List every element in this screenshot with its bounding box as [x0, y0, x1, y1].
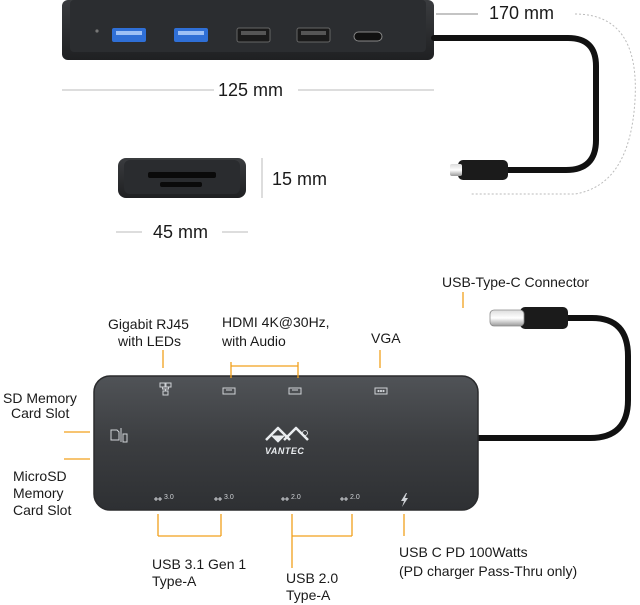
microsd-slot-end: [160, 182, 202, 187]
vantec-logo-text: VANTEC: [265, 446, 305, 456]
callout-usb-c-connector: USB-Type-C Connector: [442, 274, 590, 290]
top-plug-housing: [458, 160, 508, 180]
top-plug-metal: [450, 164, 462, 176]
vga-icon: [374, 387, 388, 395]
callout-usb20-line2: Type-A: [286, 587, 331, 603]
dim-label-170: 170 mm: [489, 3, 555, 23]
callout-microsd-line2: Memory: [13, 485, 64, 501]
callout-microsd-line3: Card Slot: [13, 502, 72, 518]
usbc-port-side: [353, 31, 383, 42]
main-hub-body: [93, 375, 479, 511]
callout-sd-line1: SD Memory: [3, 390, 77, 406]
callout-sd-line2: Card Slot: [11, 405, 70, 421]
callout-vga: VGA: [371, 330, 401, 346]
hdmi-icon-1: [222, 387, 236, 395]
callout-pd-line2: (PD charger Pass-Thru only): [399, 563, 578, 579]
usb2-port-label-2: 2.0: [350, 494, 360, 501]
usb3-port-label-2: 3.0: [224, 494, 234, 501]
sd-card-icon: [110, 428, 128, 443]
dim-label-45: 45 mm: [153, 222, 209, 242]
top-cable: [431, 35, 599, 173]
usb2-icon-2: [340, 497, 348, 501]
rj45-icon: [159, 382, 172, 396]
dim-line-170-curve: [470, 13, 636, 195]
registered-mark: [302, 430, 308, 436]
usb3-icon-1: [154, 497, 162, 501]
callout-lines: [64, 292, 464, 568]
dim-label-125: 125 mm: [218, 80, 284, 100]
usb3-icon-2: [214, 497, 222, 501]
callout-usb31-line2: Type-A: [152, 573, 197, 589]
hdmi-icon-2: [288, 387, 302, 395]
sd-slot-end: [148, 172, 216, 178]
usb2-port-label-1: 2.0: [291, 494, 301, 501]
vantec-logo-mark: [265, 426, 309, 443]
callout-usb31-line1: USB 3.1 Gen 1: [152, 556, 247, 572]
end-view-hub: [118, 158, 246, 198]
callout-hdmi-line2: with Audio: [222, 333, 286, 349]
main-plug-metal: [489, 309, 525, 327]
dim-label-15: 15 mm: [272, 169, 328, 189]
callout-gigabit-line2: with LEDs: [118, 333, 182, 349]
callout-usb20-line1: USB 2.0: [286, 570, 339, 586]
main-plug-housing: [520, 307, 568, 329]
main-cable: [473, 315, 631, 441]
callout-hdmi-line1: HDMI 4K@30Hz,: [222, 314, 330, 330]
usb2-icon-1: [281, 497, 289, 501]
side-view-hub: [62, 0, 434, 60]
lightning-icon: [401, 493, 408, 507]
callout-pd-line1: USB C PD 100Watts: [399, 544, 528, 560]
callout-microsd-line1: MicroSD: [13, 468, 67, 484]
callout-gigabit-line1: Gigabit RJ45: [108, 316, 189, 332]
usb3-port-label-1: 3.0: [164, 494, 174, 501]
